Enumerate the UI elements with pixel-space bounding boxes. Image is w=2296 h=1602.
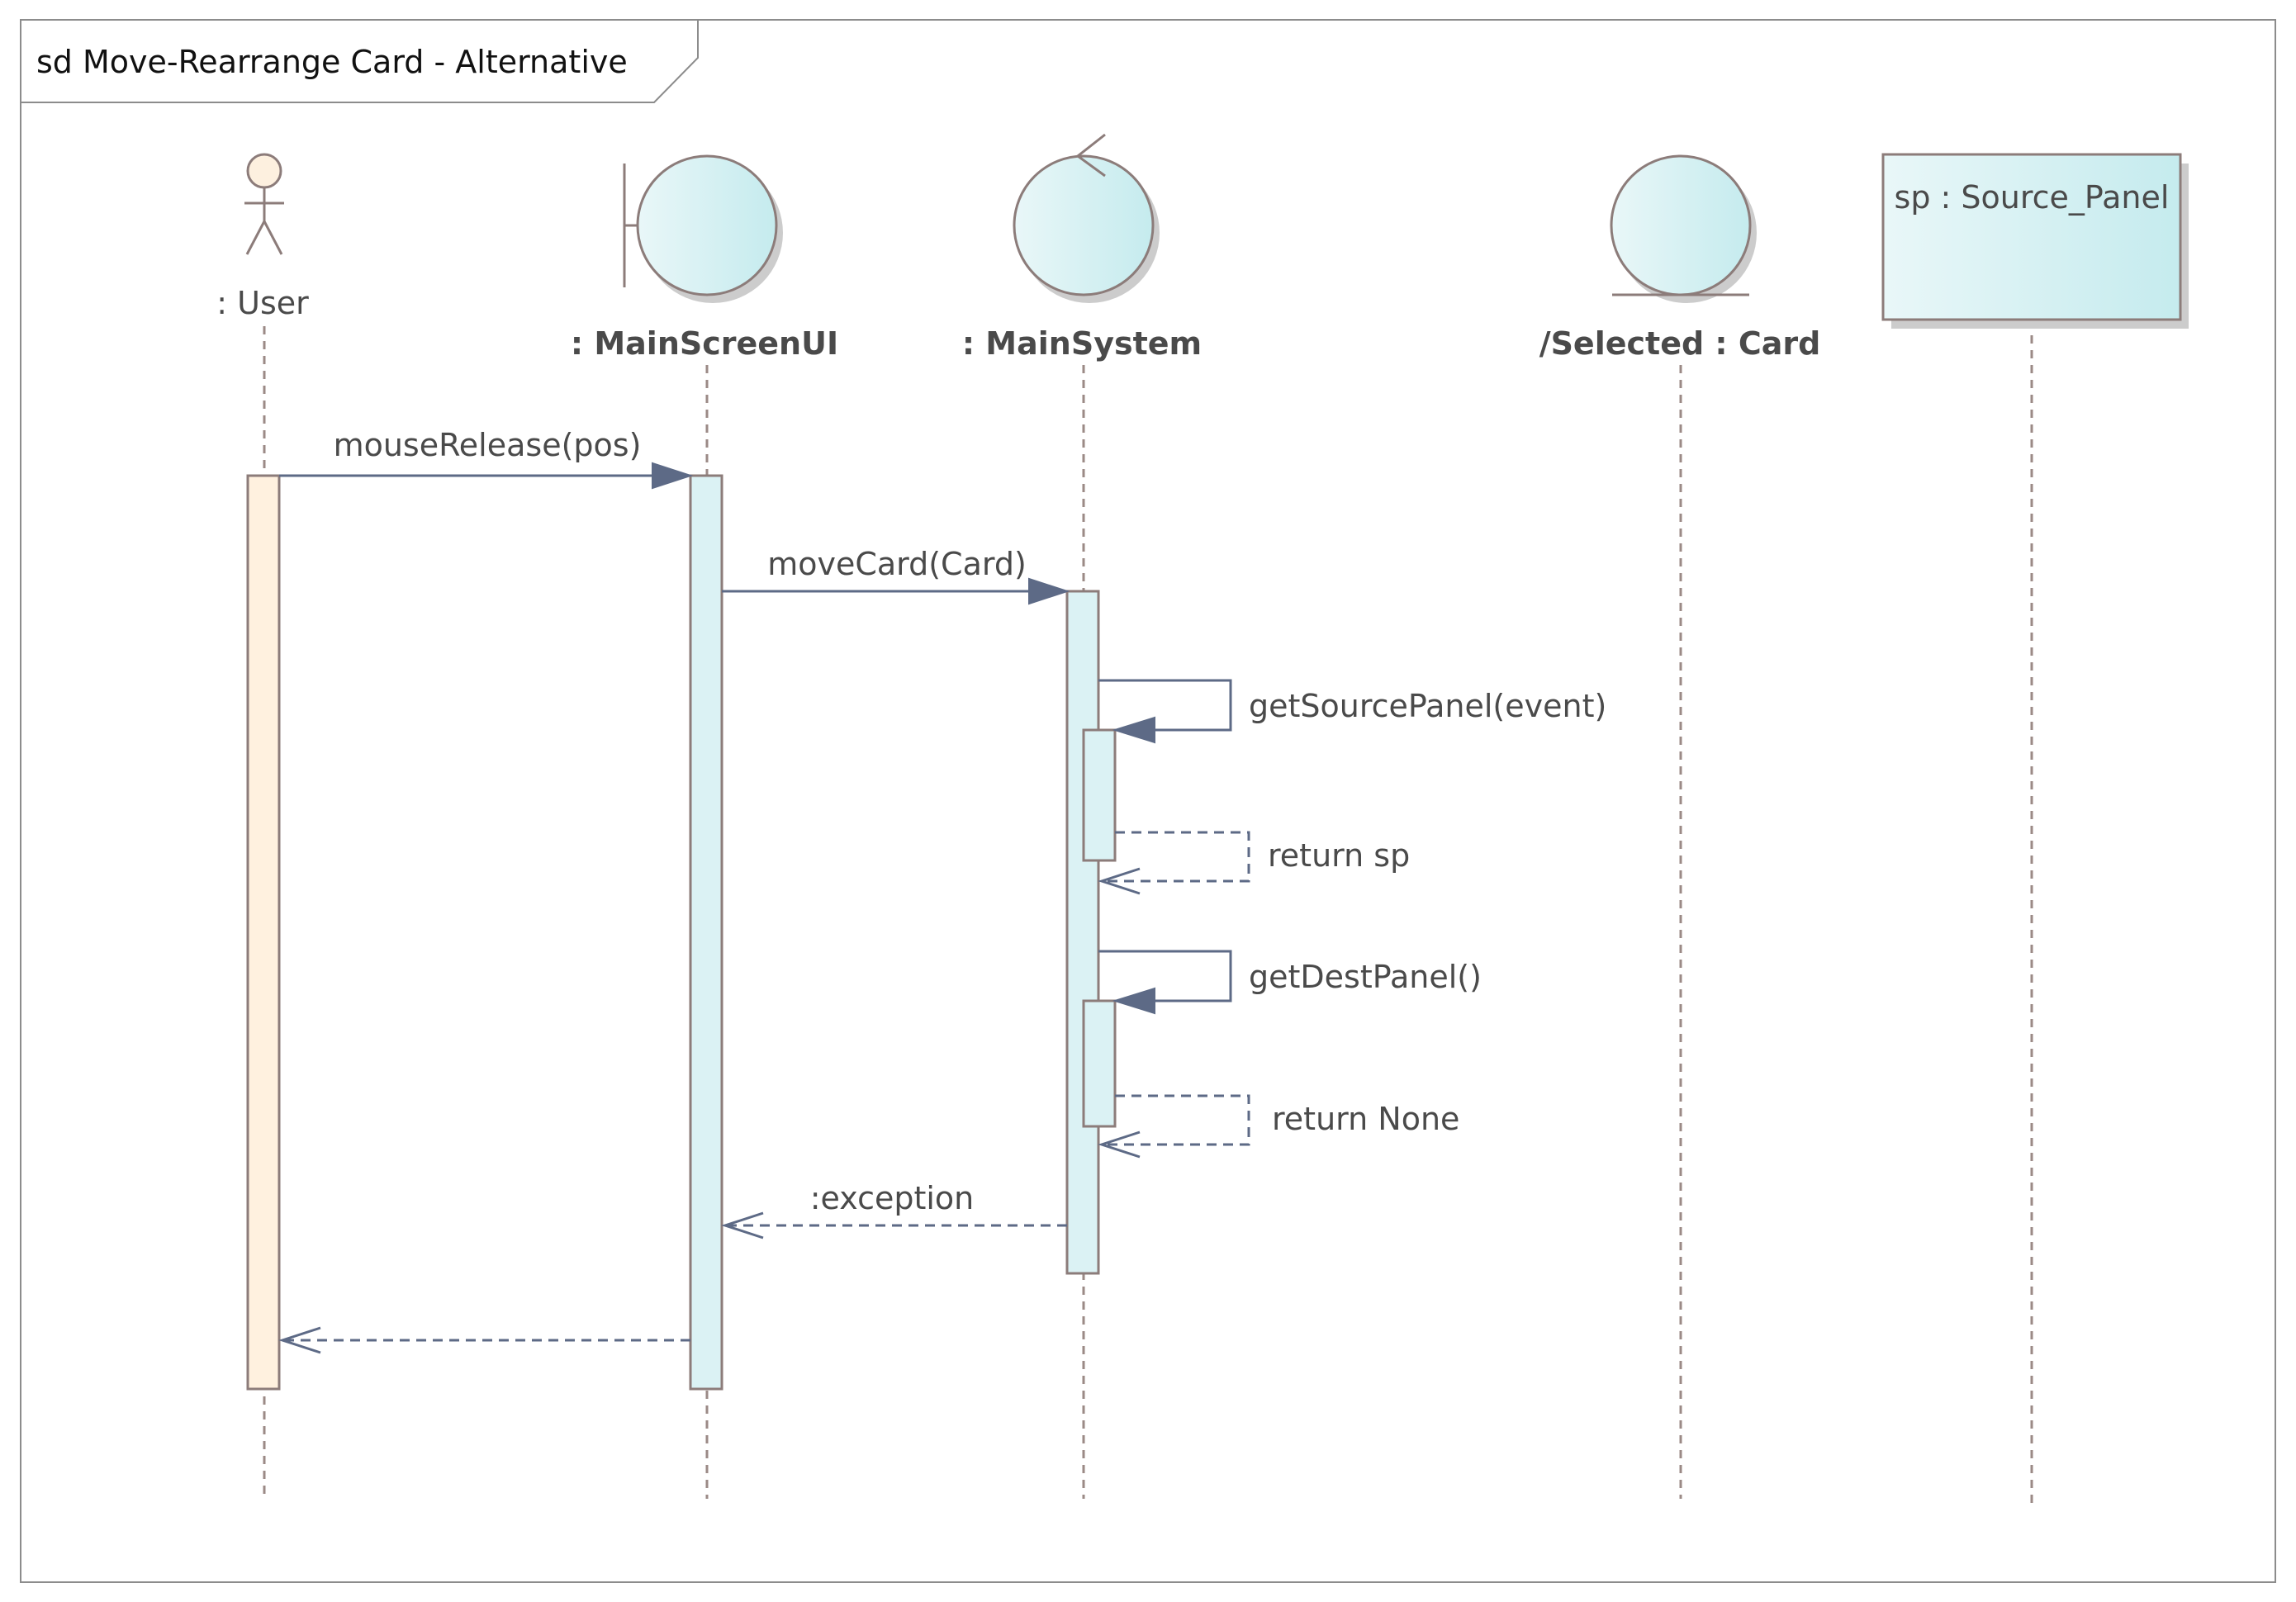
source-panel-object[interactable]: sp : Source_Panel: [1881, 153, 2189, 329]
user-label: : User: [216, 285, 309, 321]
getsourcepanel-activation: [1082, 728, 1117, 862]
mainscreenui-label: : MainScreenUI: [571, 325, 838, 362]
message-exception[interactable]: :exception: [721, 1180, 1067, 1239]
message-label: mouseRelease(pos): [334, 427, 642, 463]
getdestpanel-activation: [1082, 999, 1117, 1128]
message-label: getDestPanel(): [1249, 959, 1482, 995]
open-arrowhead: [1098, 1130, 1141, 1159]
open-arrowhead: [1098, 867, 1141, 895]
arrowhead: [1112, 716, 1155, 744]
frame-title: sd Move-Rearrange Card - Alternative: [36, 44, 628, 80]
message-mouserelease[interactable]: mouseRelease(pos): [279, 427, 694, 490]
message-return-sp[interactable]: return sp: [1098, 831, 1410, 895]
mainscreenui-boundary[interactable]: : MainScreenUI: [571, 154, 838, 362]
mainsystem-label: : MainSystem: [962, 325, 1202, 362]
selected-card-entity[interactable]: /Selected : Card: [1539, 154, 1821, 362]
arrowhead: [1112, 987, 1155, 1015]
message-label: :exception: [810, 1180, 975, 1216]
object-box: [1881, 153, 2182, 321]
mainscreenui-activation: [689, 474, 723, 1391]
control-icon: [1013, 154, 1155, 296]
message-getsourcepanel[interactable]: getSourcePanel(event): [1098, 679, 1606, 744]
mainsystem-activation: [1065, 590, 1100, 1275]
user-activation: [246, 474, 281, 1391]
arrowhead: [652, 462, 694, 490]
message-label: return None: [1272, 1101, 1459, 1137]
boundary-icon: [636, 154, 778, 296]
message-return-none[interactable]: return None: [1098, 1094, 1459, 1159]
message-movecard[interactable]: moveCard(Card): [722, 546, 1070, 605]
open-arrowhead: [721, 1211, 764, 1239]
arrowhead: [1028, 577, 1070, 605]
selected-card-label: /Selected : Card: [1539, 325, 1821, 362]
message-getdestpanel[interactable]: getDestPanel(): [1098, 950, 1482, 1015]
entity-icon: [1610, 154, 1752, 296]
message-return-to-user[interactable]: [278, 1326, 690, 1354]
mainsystem-control[interactable]: : MainSystem: [962, 133, 1202, 362]
open-arrowhead: [278, 1326, 321, 1354]
source-panel-label: sp : Source_Panel: [1895, 179, 2170, 216]
message-label: getSourcePanel(event): [1249, 688, 1606, 724]
message-label: return sp: [1268, 837, 1410, 874]
message-label: moveCard(Card): [767, 546, 1027, 582]
user-actor[interactable]: : User: [216, 153, 309, 321]
actor-icon: [246, 153, 282, 189]
